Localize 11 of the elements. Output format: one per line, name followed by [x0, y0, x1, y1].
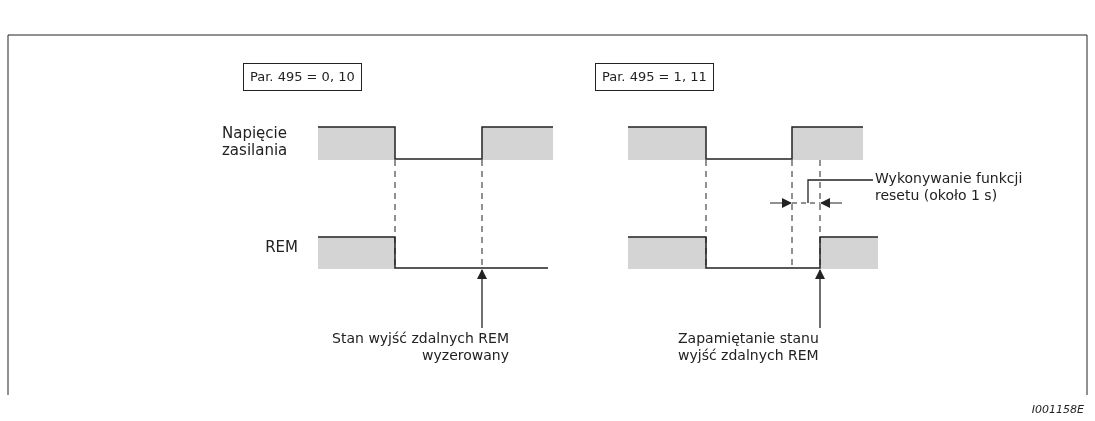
- annotation-text: Stan wyjść zdalnych REM wyzerowany: [287, 330, 509, 364]
- signal-label: REM: [264, 239, 298, 256]
- figure-id: I001158E: [1030, 402, 1084, 418]
- annotation-text: Zapamiętanie stanu wyjść zdalnych REM: [678, 330, 858, 364]
- signal-label: Napięcie zasilania: [222, 125, 289, 159]
- leader-line: [807, 179, 874, 204]
- parameter-box: Par. 495 = 0, 10: [243, 63, 362, 91]
- parameter-box: Par. 495 = 1, 11: [595, 63, 714, 91]
- arrow: [477, 269, 487, 329]
- annotation-text: Wykonywanie funkcji resetu (około 1 s): [875, 170, 1035, 204]
- arrow: [815, 269, 825, 329]
